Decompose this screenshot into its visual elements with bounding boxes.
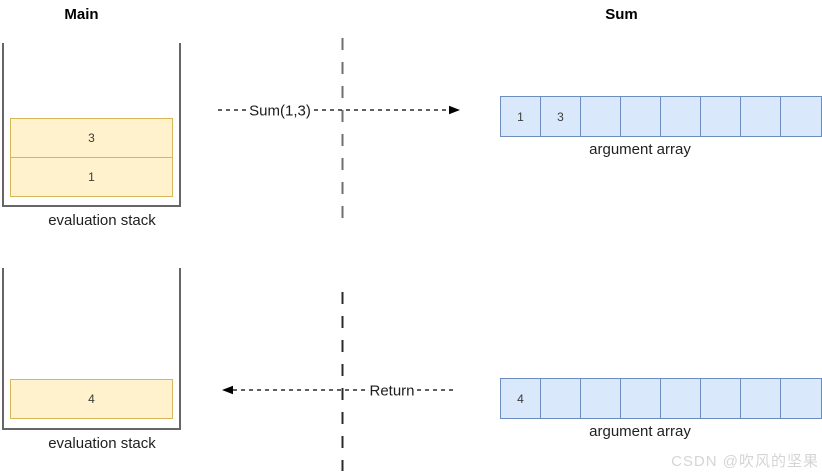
- array-cell: [581, 379, 621, 418]
- array-cell: [541, 379, 581, 418]
- array-cell: 3: [541, 97, 581, 136]
- array-cell: [621, 97, 661, 136]
- return-arrowhead-left-icon: [222, 385, 233, 395]
- array-cell: 1: [501, 97, 541, 136]
- main-column-title: Main: [64, 6, 99, 23]
- csdn-watermark: CSDN @吹风的坚果: [671, 453, 819, 470]
- argument-array-bottom: 4: [500, 378, 822, 419]
- stack-item: 1: [10, 157, 173, 197]
- array-cell: [661, 379, 701, 418]
- array-cell: [781, 379, 821, 418]
- argument-array-top: 1 3: [500, 96, 822, 137]
- return-arrow-label: Return: [367, 382, 417, 400]
- evaluation-stack-container-bottom: 4: [2, 268, 181, 430]
- array-cell: [741, 97, 781, 136]
- stack-item: 4: [10, 379, 173, 419]
- array-cell: [581, 97, 621, 136]
- sum-column-title: Sum: [605, 6, 638, 23]
- array-cell: [661, 97, 701, 136]
- call-arrowhead-right-icon: [449, 105, 460, 115]
- array-cell: [781, 97, 821, 136]
- array-cell: [701, 379, 741, 418]
- array-cell: [621, 379, 661, 418]
- array-cell: [701, 97, 741, 136]
- evaluation-stack-label-top: evaluation stack: [48, 212, 156, 229]
- argument-array-label-bottom: argument array: [589, 423, 691, 440]
- array-cell: [741, 379, 781, 418]
- stack-item: 3: [10, 118, 173, 158]
- array-cell: 4: [501, 379, 541, 418]
- call-arrow-label: Sum(1,3): [247, 102, 313, 120]
- evaluation-stack-label-bottom: evaluation stack: [48, 435, 156, 452]
- argument-array-label-top: argument array: [589, 141, 691, 158]
- evaluation-stack-container-top: 3 1: [2, 43, 181, 207]
